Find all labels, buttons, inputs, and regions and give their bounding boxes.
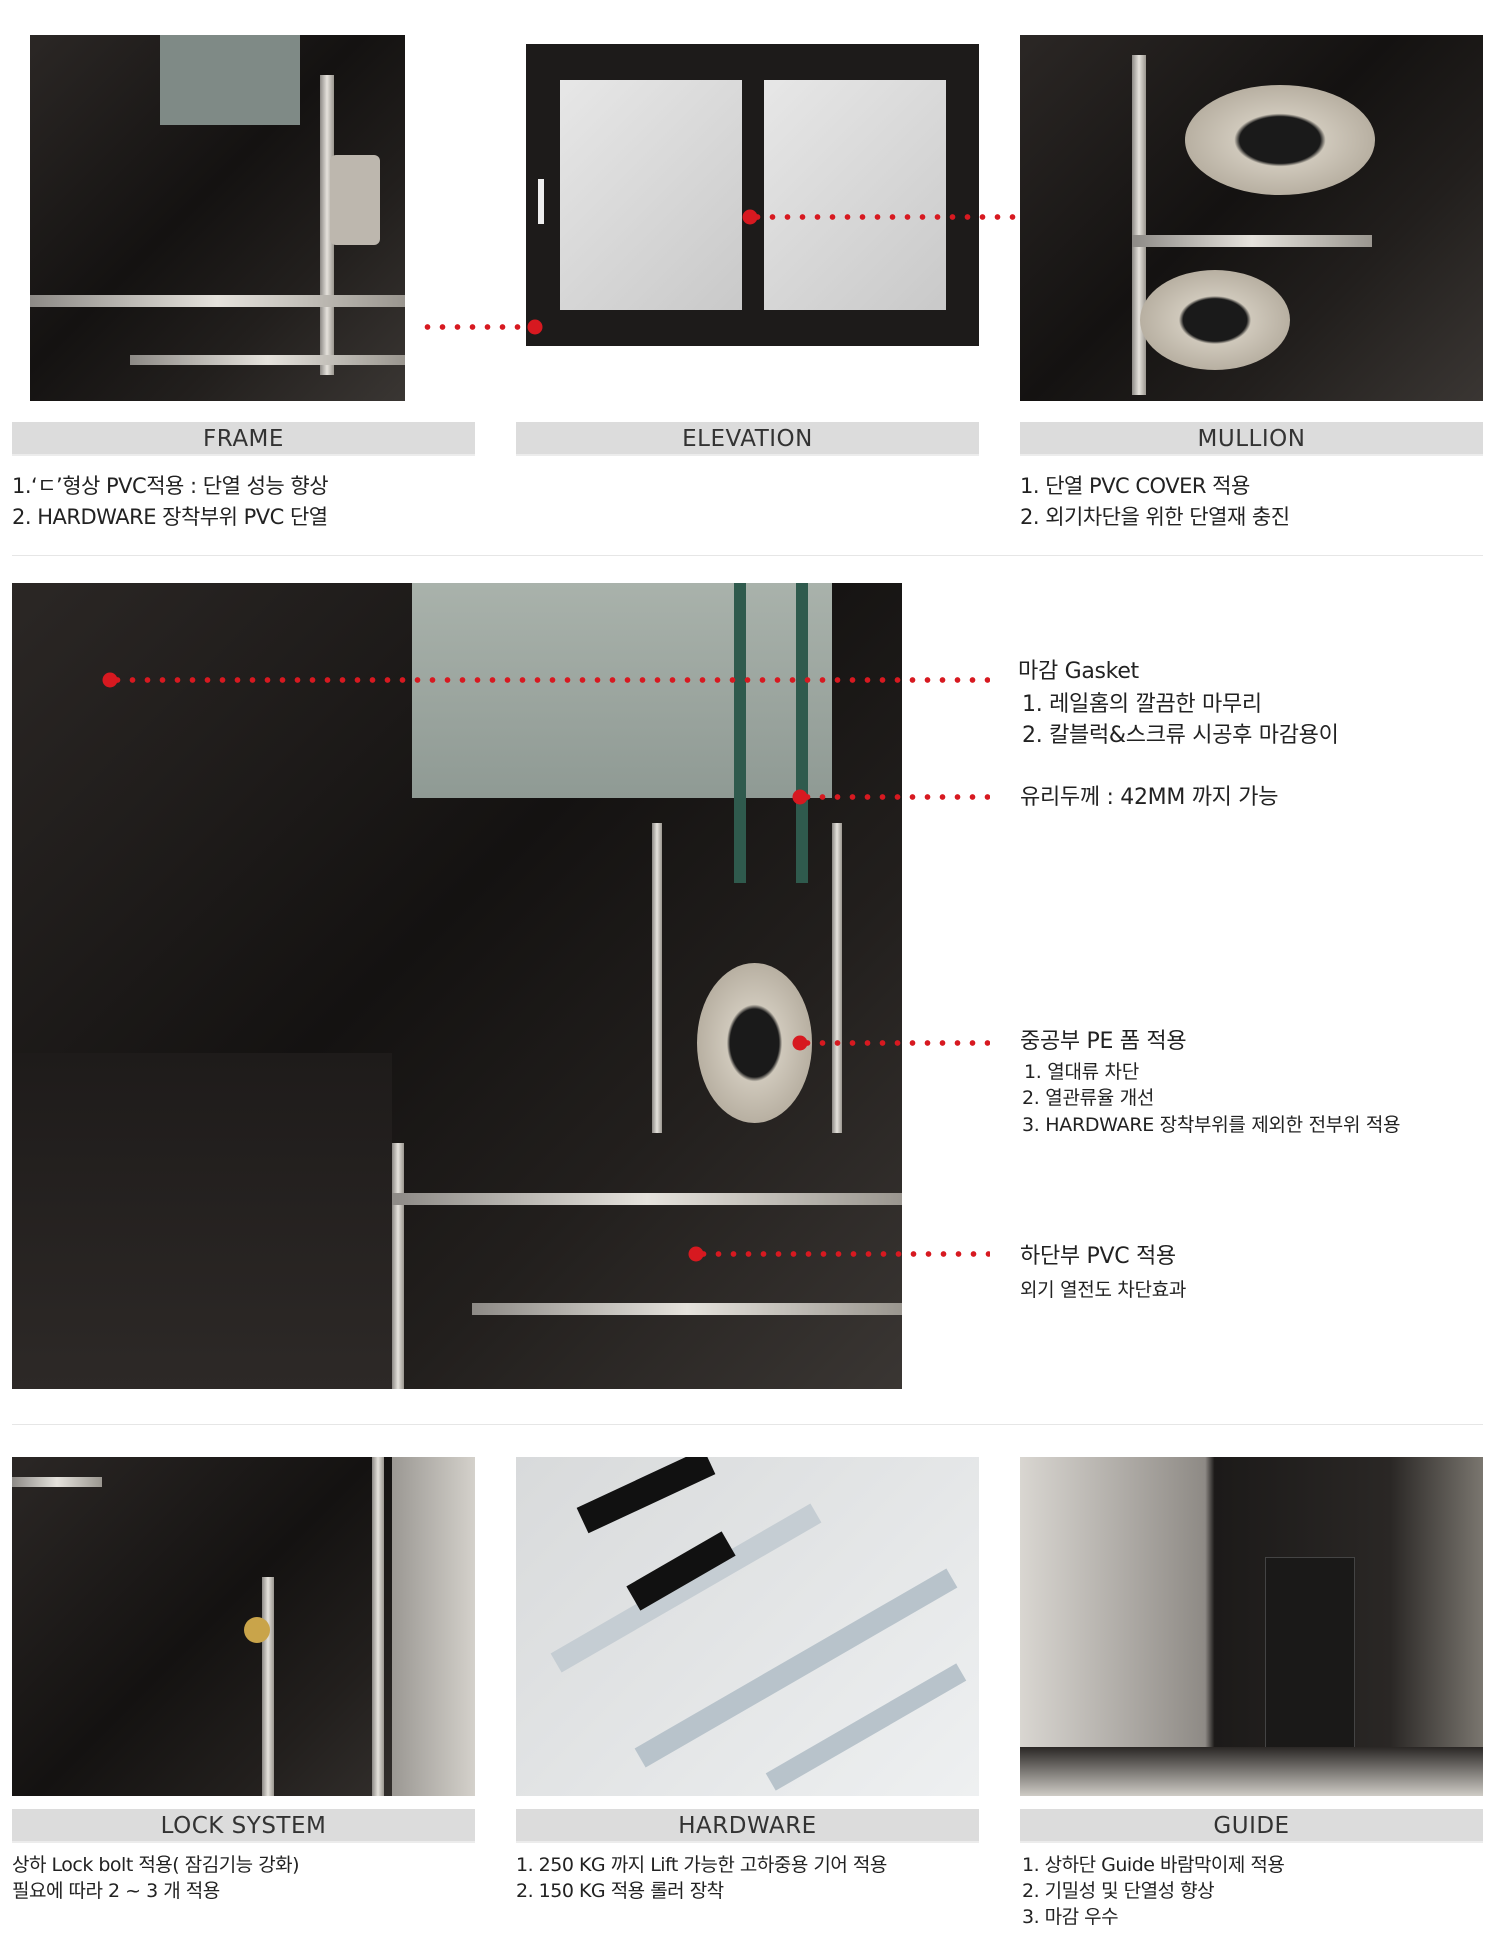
- mullion-label: MULLION: [1020, 422, 1483, 456]
- mullion-desc-2: 2. 외기차단을 위한 단열재 충진: [1020, 505, 1290, 529]
- divider: [12, 1424, 1483, 1425]
- foam-desc-2: 2. 열관류율 개선: [1022, 1087, 1155, 1109]
- lock-system-label: LOCK SYSTEM: [12, 1809, 475, 1843]
- frame-callout-line: [420, 324, 535, 330]
- gasket-title: 마감 Gasket: [1018, 659, 1139, 684]
- foam-desc-3: 3. HARDWARE 장착부위를 제외한 전부위 적용: [1022, 1114, 1401, 1136]
- guide-desc-3: 3. 마감 우수: [1022, 1906, 1119, 1928]
- foam-title: 중공부 PE 폼 적용: [1020, 1029, 1187, 1054]
- frame-desc-2: 2. HARDWARE 장착부위 PVC 단열: [12, 505, 328, 529]
- guide-desc-1: 1. 상하단 Guide 바람막이제 적용: [1022, 1854, 1285, 1876]
- foam-callout-line: [800, 1040, 990, 1046]
- mullion-image: [1020, 35, 1483, 401]
- mullion-desc-1: 1. 단열 PVC COVER 적용: [1020, 474, 1250, 498]
- hardware-image: [516, 1457, 979, 1796]
- gasket-callout-line: [110, 677, 990, 683]
- guide-image: [1020, 1457, 1483, 1796]
- lock-desc-2: 필요에 따라 2 ~ 3 개 적용: [12, 1880, 220, 1902]
- mullion-callout-dot: [742, 209, 758, 225]
- glass-callout-dot: [792, 789, 808, 805]
- frame-desc-1: 1.‘ㄷ’형상 PVC적용 : 단열 성능 향상: [12, 474, 329, 498]
- gasket-callout-dot: [102, 672, 118, 688]
- foam-callout-dot: [792, 1035, 808, 1051]
- pvc-callout-line: [696, 1251, 990, 1257]
- section-detail-image: [12, 583, 902, 1389]
- elevation-image: [526, 44, 979, 346]
- mullion-callout-line: [750, 214, 1020, 220]
- frame-image: [30, 35, 405, 401]
- glass-callout-line: [800, 794, 990, 800]
- foam-desc-1: 1. 열대류 차단: [1024, 1061, 1139, 1083]
- frame-callout-dot: [527, 319, 543, 335]
- divider: [12, 555, 1483, 556]
- glass-thickness: 유리두께 : 42MM 까지 가능: [1020, 785, 1279, 810]
- pvc-desc-1: 외기 열전도 차단효과: [1020, 1279, 1187, 1301]
- elevation-label: ELEVATION: [516, 422, 979, 456]
- guide-label: GUIDE: [1020, 1809, 1483, 1843]
- lock-system-image: [12, 1457, 475, 1796]
- frame-label: FRAME: [12, 422, 475, 456]
- gasket-desc-1: 1. 레일홈의 깔끔한 마무리: [1022, 692, 1262, 717]
- guide-desc-2: 2. 기밀성 및 단열성 향상: [1022, 1880, 1215, 1902]
- lock-desc-1: 상하 Lock bolt 적용( 잠김기능 강화): [12, 1854, 300, 1876]
- hardware-label: HARDWARE: [516, 1809, 979, 1843]
- gasket-desc-2: 2. 칼블럭&스크류 시공후 마감용이: [1022, 723, 1339, 748]
- hardware-desc-2: 2. 150 KG 적용 롤러 장착: [516, 1880, 724, 1902]
- hardware-desc-1: 1. 250 KG 까지 Lift 가능한 고하중용 기어 적용: [516, 1854, 887, 1876]
- pvc-title: 하단부 PVC 적용: [1020, 1244, 1176, 1269]
- pvc-callout-dot: [688, 1246, 704, 1262]
